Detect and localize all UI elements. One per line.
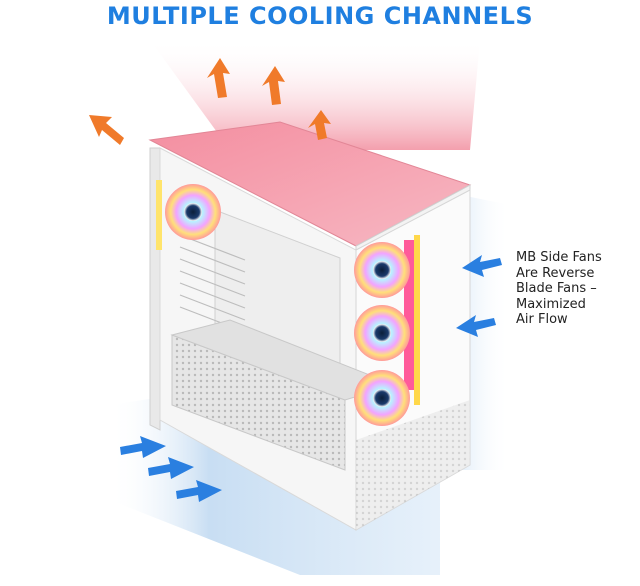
side-fans-note: MB Side Fans Are Reverse Blade Fans – Ma…	[516, 250, 636, 328]
orange-up-arrow-icon	[262, 66, 285, 105]
rgb-fan-icon	[165, 184, 221, 240]
blue-left-arrow-icon	[456, 315, 496, 337]
rgb-fan-icon	[354, 242, 410, 298]
exhaust-glow	[150, 40, 480, 150]
side-note-line: MB Side Fans	[516, 250, 602, 265]
rgb-fan-icon	[354, 370, 410, 426]
side-note-line: Maximized	[516, 296, 586, 312]
orange-up-arrow-icon	[207, 58, 230, 98]
side-note-line: Are Reverse	[516, 265, 595, 281]
blue-right-arrow-icon	[176, 480, 222, 502]
expansion-slots	[179, 234, 246, 333]
rgb-strip-right-1	[404, 240, 414, 390]
orange-up-left-arrow-icon	[89, 115, 124, 145]
side-note-line: Blade Fans –	[516, 281, 597, 296]
rgb-strip-left	[156, 180, 162, 250]
side-note-line: Air Flow	[516, 312, 568, 327]
blue-right-arrow-icon	[120, 436, 166, 458]
bottom-mesh	[356, 400, 470, 530]
blue-right-arrow-icon	[148, 457, 194, 479]
rgb-fan-icon	[354, 305, 410, 361]
orange-up-arrow-icon	[308, 110, 331, 140]
headline: MULTIPLE COOLING CHANNELS	[106, 2, 534, 30]
rgb-strip-right-2	[414, 235, 420, 405]
blue-left-arrow-icon	[462, 255, 502, 277]
